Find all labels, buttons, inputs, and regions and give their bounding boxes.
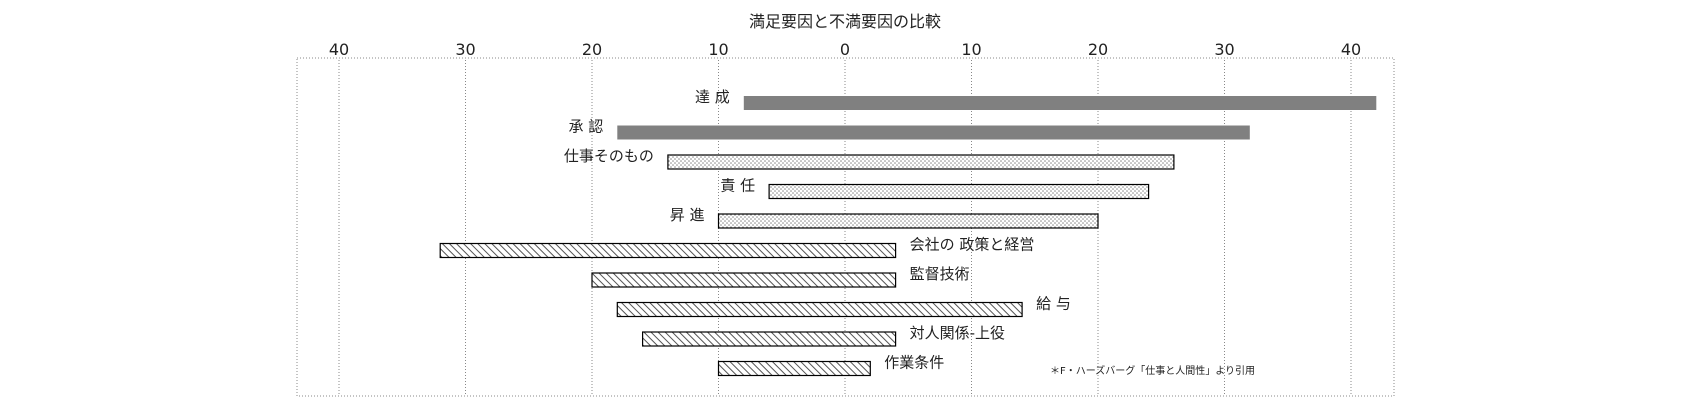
x-tick-label: 30 — [455, 40, 475, 59]
plot-area — [296, 57, 1395, 397]
x-tick-label: 0 — [840, 40, 850, 59]
category-label: 作業条件 — [884, 354, 944, 372]
x-axis-tick-labels: 40 30 20 10 0 10 20 30 40 — [329, 40, 1361, 59]
category-label: 達 成 — [695, 88, 730, 106]
bar — [616, 301, 1023, 318]
category-label: 承 認 — [569, 118, 604, 136]
chart-title: 満足要因と不満要因の比較 — [749, 12, 941, 31]
bar — [641, 331, 897, 347]
x-tick-label: 10 — [708, 40, 728, 59]
bar — [439, 242, 897, 259]
bar — [743, 96, 1377, 110]
category-label: 責 任 — [720, 177, 755, 195]
bar — [717, 213, 1099, 229]
x-tick-label: 10 — [961, 40, 981, 59]
category-label: 給 与 — [1036, 295, 1071, 313]
x-tick-label: 20 — [582, 40, 602, 59]
bar — [717, 360, 871, 377]
bar — [768, 183, 1150, 200]
bar — [617, 125, 1250, 140]
source-note: ＊F・ハーズバーグ「仕事と人間性」より引用 — [1050, 364, 1255, 377]
category-label: 会社の 政策と経営 — [910, 236, 1035, 254]
bars — [439, 96, 1377, 377]
bar — [591, 272, 897, 288]
x-tick-label: 30 — [1214, 40, 1234, 59]
category-label: 対人関係-上役 — [910, 324, 1005, 342]
category-label: 昇 進 — [670, 206, 705, 224]
category-label: 仕事そのもの — [564, 147, 654, 165]
category-label: 監督技術 — [910, 265, 970, 283]
x-tick-label: 20 — [1088, 40, 1108, 59]
x-tick-label: 40 — [329, 40, 349, 59]
x-tick-label: 40 — [1341, 40, 1361, 59]
bar — [667, 154, 1175, 170]
